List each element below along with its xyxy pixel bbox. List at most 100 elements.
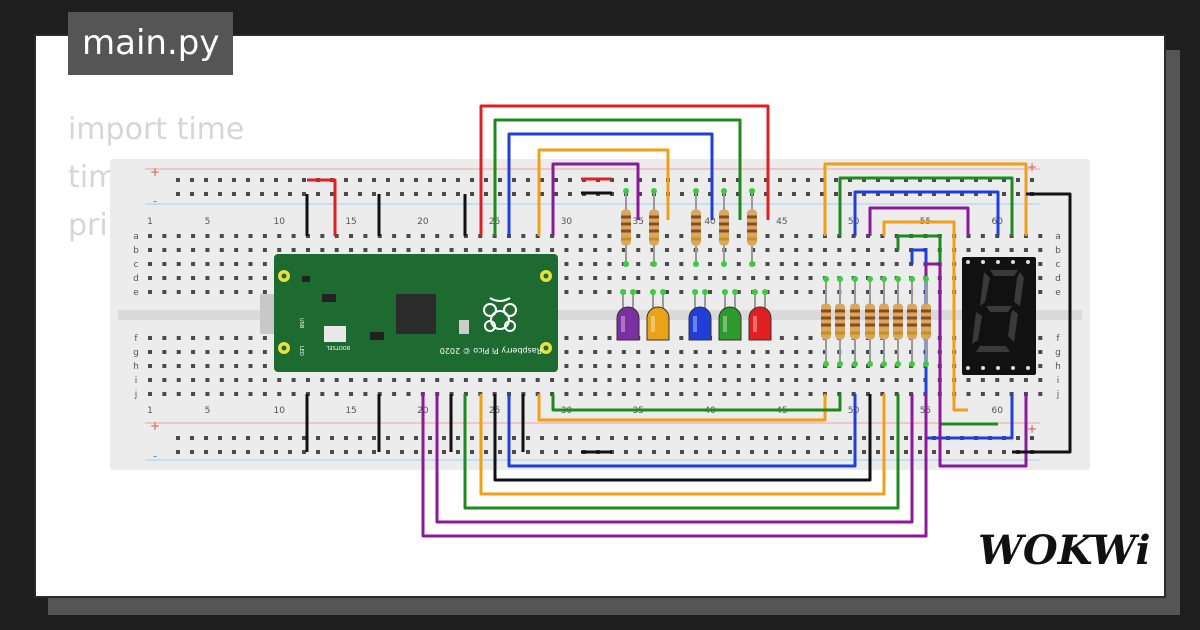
wokwi-logo: WOKWi (978, 527, 1151, 574)
column-number: 35 (633, 217, 644, 227)
wokwi-logo-text: WOKWi (978, 527, 1151, 574)
rail-minus-label: - (153, 449, 157, 463)
resistor[interactable] (821, 276, 831, 367)
column-number: 1 (147, 406, 153, 416)
row-letter: d (133, 274, 139, 284)
row-letter: j (134, 390, 138, 400)
row-letter: d (1055, 274, 1061, 284)
wire-green-bottom (551, 394, 842, 412)
seven-segment-display[interactable] (962, 257, 1036, 375)
row-letter: f (1056, 334, 1060, 344)
row-letter: c (134, 260, 139, 270)
wire-orange-right (823, 162, 1028, 236)
wires[interactable] (305, 104, 1072, 538)
wire-green-top (493, 118, 742, 236)
column-number: 10 (274, 217, 286, 227)
pico-board-text: Raspberry Pi Pico © 2020 (440, 346, 542, 355)
usb-label: USB (298, 318, 304, 329)
resistor[interactable] (893, 276, 903, 367)
column-number: 5 (205, 217, 211, 227)
resistor[interactable] (719, 188, 729, 267)
row-letter: a (1055, 232, 1061, 242)
rail-labels: + - + - + + (150, 160, 1037, 463)
column-number: 5 (205, 406, 211, 416)
power-rails (118, 168, 1082, 461)
wire-purple-right (868, 206, 970, 236)
resistor[interactable] (691, 188, 701, 267)
row-letter: i (135, 376, 138, 386)
row-letter: b (1055, 246, 1061, 256)
resistors-right[interactable] (821, 276, 931, 367)
wire-orange-bottom (537, 394, 827, 422)
led-purple[interactable] (616, 289, 640, 341)
wire-red-rail (307, 178, 337, 236)
row-letter: j (1056, 390, 1060, 400)
wire-blue-bottom (507, 394, 857, 468)
row-letter: g (133, 348, 139, 358)
rail-plus-label: + (150, 165, 160, 179)
code-editor[interactable]: import time tim pri (68, 106, 244, 250)
row-letter: c (1056, 260, 1061, 270)
wire-green-right2 (896, 234, 998, 426)
column-number: 1 (147, 217, 153, 227)
resistor[interactable] (907, 276, 917, 367)
resistor[interactable] (747, 188, 757, 267)
resistor[interactable] (621, 188, 631, 267)
code-line-4: pri (68, 208, 108, 243)
wire-purple-top (551, 162, 640, 236)
column-number: 15 (345, 217, 356, 227)
wire-red-top (479, 104, 770, 236)
row-letter: e (1055, 288, 1061, 298)
wire-purple-right2 (924, 262, 1028, 468)
column-number: 15 (345, 406, 356, 416)
led-green[interactable] (718, 289, 742, 341)
wire-black-right (1012, 192, 1072, 454)
bootsel-label: BOOTSEL (326, 344, 350, 350)
column-number: 10 (274, 406, 286, 416)
wire-orange-top (537, 148, 670, 236)
wire-black-bottom (493, 394, 872, 482)
file-tab[interactable]: main.py (68, 12, 234, 75)
column-number: 60 (992, 406, 1004, 416)
code-line-1: import time (68, 112, 245, 147)
resistor[interactable] (921, 276, 931, 367)
rail-plus-label: + (1027, 422, 1037, 436)
wire-green-bottom2 (463, 394, 900, 510)
row-letter: f (134, 334, 138, 344)
resistor[interactable] (850, 276, 860, 367)
rail-minus-label: - (153, 194, 157, 208)
resistor[interactable] (649, 188, 659, 267)
wire-green-right (838, 176, 1014, 236)
row-letter: e (133, 288, 139, 298)
wire-blue-top (507, 132, 714, 236)
row-letter: g (1055, 348, 1061, 358)
resistor[interactable] (835, 276, 845, 367)
led-label: LED (298, 346, 304, 356)
led-orange[interactable] (646, 289, 670, 341)
raspberry-pi-pico[interactable]: Raspberry Pi Pico © 2020 BOOTSEL USB LED (260, 254, 558, 372)
wire-purple-bottom3 (421, 394, 928, 538)
column-number: 30 (561, 217, 573, 227)
leds[interactable] (616, 289, 772, 341)
code-line-2: tim (68, 160, 118, 195)
row-letter: h (1055, 362, 1061, 372)
led-red[interactable] (748, 289, 772, 341)
column-number: 20 (417, 217, 429, 227)
row-letter: a (133, 232, 139, 242)
resistors-top[interactable] (621, 188, 757, 267)
raspberry-logo-icon (483, 297, 517, 332)
column-number: 45 (776, 217, 787, 227)
resistor[interactable] (879, 276, 889, 367)
rail-plus-label: + (1027, 160, 1037, 174)
led-blue[interactable] (688, 289, 712, 341)
wire-purple-bottom2 (435, 394, 914, 524)
wire-orange-right2 (882, 220, 968, 412)
rail-plus-label: + (150, 419, 160, 433)
row-letter: b (133, 246, 139, 256)
column-number: 40 (704, 217, 716, 227)
resistor[interactable] (865, 276, 875, 367)
row-letter: h (133, 362, 139, 372)
row-letter: i (1057, 376, 1060, 386)
